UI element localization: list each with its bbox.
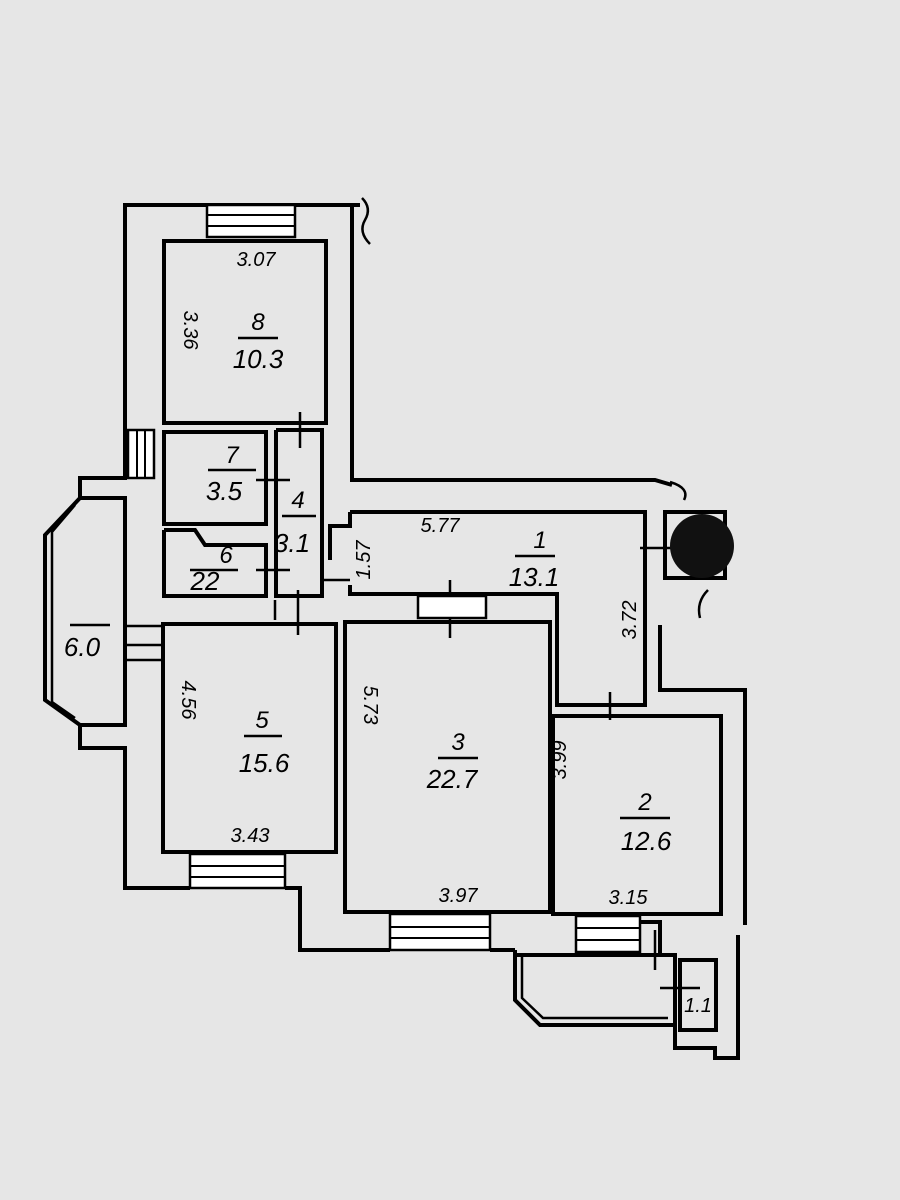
room-area: 3.5 xyxy=(206,476,243,506)
outer-walls xyxy=(78,197,747,1060)
window-room-5 xyxy=(188,852,287,890)
dimension-label: 3.99 xyxy=(549,741,571,780)
dimension-label: 3.43 xyxy=(231,825,270,847)
balcony-left xyxy=(43,496,127,727)
room-number: 7 xyxy=(225,442,240,469)
room-2 xyxy=(551,714,723,954)
dimension-label: 3.72 xyxy=(619,601,641,640)
room-label-3: 3 22.7 xyxy=(426,729,479,794)
window-room-3 xyxy=(388,912,492,952)
window-room-7 xyxy=(126,428,156,480)
balcony-right xyxy=(513,930,718,1032)
room-number: 5 xyxy=(255,707,269,734)
room-label-8: 8 10.3 xyxy=(233,309,284,374)
room-area: 22.7 xyxy=(426,764,479,794)
dimension-label: 4.56 xyxy=(177,681,199,721)
room-1 xyxy=(328,510,680,720)
window-room-8 xyxy=(205,203,297,239)
window-room-2 xyxy=(574,914,642,954)
dimension-label: 5.73 xyxy=(359,686,381,725)
room-label-1: 1 13.1 xyxy=(509,527,560,592)
doorway-room-3 xyxy=(416,594,488,620)
room-area: 22 xyxy=(190,566,220,596)
room-area: 13.1 xyxy=(509,562,560,592)
room-number: 6 xyxy=(219,542,233,569)
room-7 xyxy=(126,428,268,526)
room-5 xyxy=(125,622,338,890)
room-area: 15.6 xyxy=(239,748,290,778)
riser-niche xyxy=(663,510,734,580)
dimension-label: 3.07 xyxy=(237,249,277,271)
room-number: 2 xyxy=(637,789,651,816)
room-number: 4 xyxy=(291,487,304,514)
dimension-label: 3.36 xyxy=(179,311,201,351)
room-3 xyxy=(343,620,552,952)
room-6 xyxy=(162,528,268,598)
room-number: 3 xyxy=(451,729,465,756)
room-number: 8 xyxy=(251,309,265,336)
riser-circle-icon xyxy=(670,514,734,578)
break-mark-right-2 xyxy=(697,589,709,619)
dimension-label: 3.97 xyxy=(439,885,479,907)
room-label-4: 4 3.1 xyxy=(274,487,316,558)
room-4 xyxy=(256,412,350,635)
room-label-5: 5 15.6 xyxy=(239,707,290,778)
dimension-label: 5.77 xyxy=(421,515,461,537)
break-mark-top xyxy=(361,197,371,245)
room-area: 10.3 xyxy=(233,344,284,374)
balcony-area: 1.1 xyxy=(684,995,712,1017)
balcony-label-left: 6.0 xyxy=(64,623,110,662)
dimension-label: 3.15 xyxy=(609,887,649,909)
room-number: 1 xyxy=(533,527,546,554)
room-label-2: 2 12.6 xyxy=(620,789,672,856)
break-mark-right xyxy=(669,480,687,501)
balcony-area: 6.0 xyxy=(64,632,101,662)
room-area: 12.6 xyxy=(621,826,672,856)
room-area: 3.1 xyxy=(274,528,310,558)
room-label-6: 6 22 xyxy=(190,542,238,596)
balcony-label-right: 1.1 xyxy=(684,995,712,1017)
room-8 xyxy=(162,203,328,425)
room-label-7: 7 3.5 xyxy=(206,442,256,506)
dimension-label: 1.57 xyxy=(353,540,375,580)
